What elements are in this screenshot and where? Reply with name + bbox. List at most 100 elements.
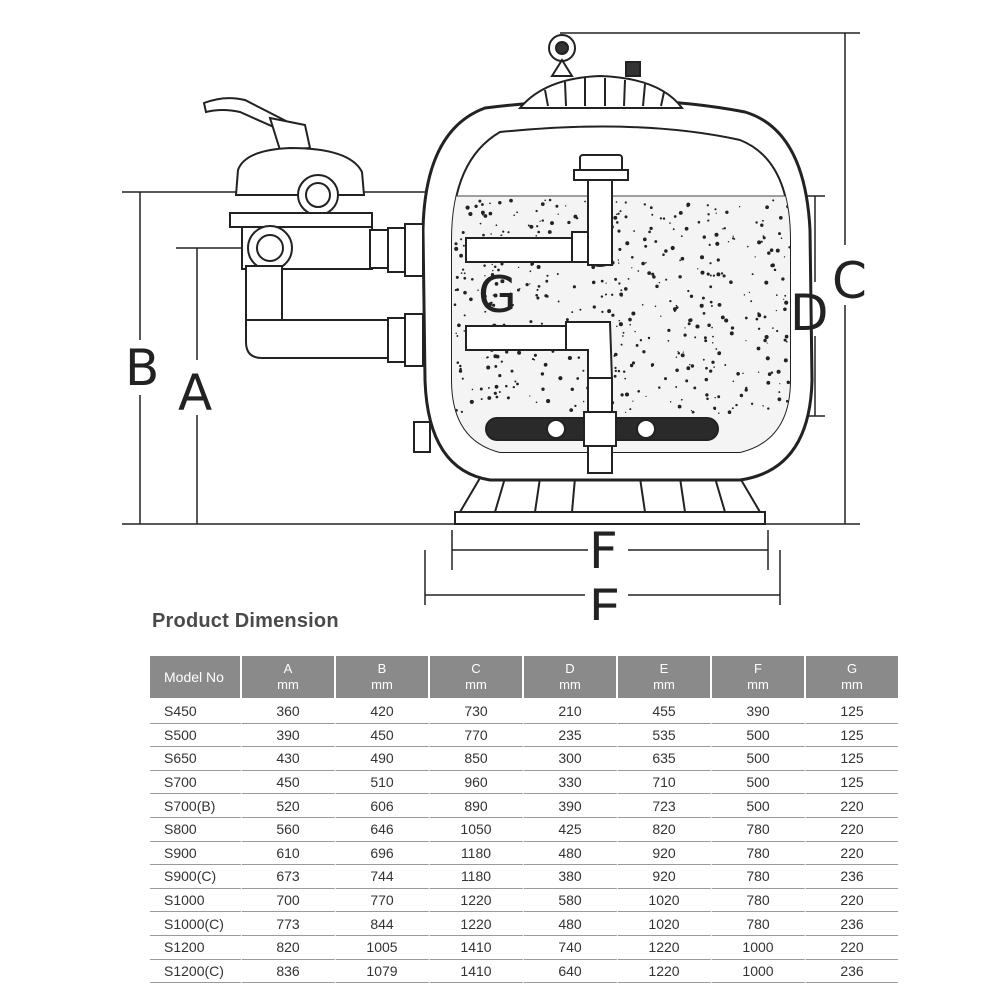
dimension-cell: 1000: [712, 959, 806, 984]
sand-speckle: [658, 386, 661, 389]
model-cell: S900(C): [150, 865, 242, 889]
sand-speckle: [627, 277, 630, 280]
sand-speckle: [783, 358, 788, 363]
sand-speckle: [460, 272, 463, 274]
dim-label-f: F: [589, 522, 618, 580]
sand-speckle: [732, 235, 734, 237]
sand-speckle: [710, 305, 713, 307]
sand-speckle: [687, 289, 690, 293]
column-header: Model No: [150, 656, 242, 698]
sand-speckle: [463, 276, 467, 280]
dimension-cell: 210: [524, 698, 618, 724]
sand-speckle: [725, 210, 729, 214]
sand-speckle: [624, 392, 630, 397]
dim-label-b: B: [125, 339, 159, 397]
sand-speckle: [776, 369, 781, 374]
sand-speckle: [775, 294, 778, 296]
sand-speckle: [616, 325, 618, 328]
sand-speckle: [487, 396, 492, 400]
sand-speckle: [618, 282, 621, 285]
dimension-cell: 1020: [618, 888, 712, 913]
sand-speckle: [690, 364, 695, 368]
sand-speckle: [784, 294, 787, 297]
sand-speckle: [620, 293, 623, 297]
dimension-cell: 780: [712, 841, 806, 866]
sand-speckle: [658, 281, 661, 284]
column-header-label: C: [471, 661, 481, 676]
sand-speckle: [783, 338, 787, 342]
sand-speckle: [624, 377, 627, 380]
sand-speckle: [600, 279, 604, 283]
sand-speckle: [503, 276, 506, 279]
sand-speckle: [722, 228, 724, 230]
sand-speckle: [691, 410, 695, 414]
dimension-cell: 236: [806, 865, 898, 889]
sand-speckle: [678, 210, 683, 215]
dimension-cell: 696: [336, 841, 430, 866]
sand-speckle: [778, 215, 783, 220]
sand-speckle: [493, 391, 497, 395]
sand-speckle: [763, 338, 767, 343]
dimension-cell: 780: [712, 888, 806, 913]
dimension-cell: 535: [618, 723, 712, 748]
sand-speckle: [647, 271, 652, 275]
sand-speckle: [558, 376, 563, 381]
sand-speckle: [486, 365, 491, 370]
sand-speckle: [687, 322, 691, 326]
sand-speckle: [702, 235, 706, 239]
sand-speckle: [641, 303, 644, 306]
sand-speckle: [764, 280, 769, 285]
dimension-cell: 1410: [430, 959, 524, 984]
sand-speckle: [574, 404, 577, 408]
sand-speckle: [724, 364, 727, 366]
sand-speckle: [727, 410, 732, 415]
sand-speckle: [706, 397, 709, 401]
sand-speckle: [659, 217, 663, 220]
sand-speckle: [622, 335, 624, 337]
sand-speckle: [714, 396, 716, 399]
sand-speckle: [649, 206, 653, 210]
sand-speckle: [453, 303, 457, 306]
sand-speckle: [712, 335, 714, 338]
sand-speckle: [633, 230, 636, 232]
sand-speckle: [500, 262, 504, 266]
sand-speckle: [706, 272, 710, 276]
sand-speckle: [620, 289, 623, 292]
sand-speckle: [454, 242, 458, 246]
sand-speckle: [533, 353, 537, 357]
dimension-cell: 390: [712, 698, 806, 724]
sand-speckle: [718, 412, 720, 414]
sand-speckle: [468, 211, 473, 217]
sand-speckle: [760, 223, 764, 227]
sand-speckle: [669, 222, 671, 224]
dimension-cell: 723: [618, 794, 712, 818]
sand-speckle: [616, 221, 619, 224]
sand-speckle: [582, 369, 585, 372]
sand-speckle: [662, 217, 666, 220]
dimension-cell: 836: [242, 959, 336, 984]
sand-speckle: [784, 300, 789, 305]
dimension-cell: 1000: [712, 935, 806, 960]
sand-speckle: [600, 295, 604, 298]
sand-speckle: [677, 352, 681, 355]
sand-speckle: [607, 309, 612, 314]
sand-speckle: [736, 372, 740, 376]
sand-speckle: [770, 371, 774, 374]
sand-speckle: [613, 374, 617, 378]
sand-speckle: [715, 348, 718, 350]
sand-speckle: [723, 227, 726, 230]
sand-speckle: [579, 308, 582, 311]
sand-speckle: [576, 377, 580, 380]
column-header-unit: mm: [465, 677, 487, 692]
sand-speckle: [611, 313, 615, 317]
sand-speckle: [744, 316, 748, 320]
dimension-cell: 610: [242, 841, 336, 866]
dimension-cell: 425: [524, 817, 618, 842]
sand-speckle: [480, 398, 483, 401]
